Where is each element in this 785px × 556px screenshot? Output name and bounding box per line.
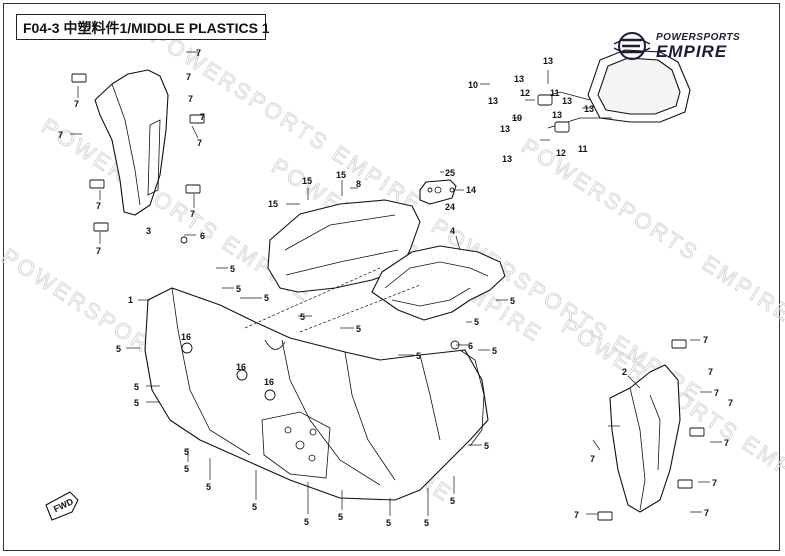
callout-5: 5 — [304, 517, 309, 527]
callout-3: 3 — [146, 226, 151, 236]
callout-7: 7 — [196, 48, 201, 58]
callout-12: 12 — [556, 148, 566, 158]
callout-5: 5 — [356, 324, 361, 334]
callout-11: 11 — [550, 88, 560, 98]
callout-5: 5 — [416, 351, 421, 361]
callout-13: 13 — [502, 154, 512, 164]
callout-7: 7 — [190, 209, 195, 219]
callout-16: 16 — [236, 362, 246, 372]
title-box: F04-3 中塑料件1/MIDDLE PLASTICS 1 — [16, 14, 270, 40]
part-14-bracket[interactable] — [419, 179, 457, 205]
callout-5: 5 — [116, 344, 121, 354]
callout-16: 16 — [181, 332, 191, 342]
callout-14: 14 — [466, 185, 476, 195]
callout-5: 5 — [386, 518, 391, 528]
callout-5: 5 — [450, 496, 455, 506]
callout-7: 7 — [708, 367, 713, 377]
callout-5: 5 — [474, 317, 479, 327]
callout-12: 12 — [520, 88, 530, 98]
page-frame — [3, 3, 780, 551]
callout-13: 13 — [488, 96, 498, 106]
callout-1: 1 — [128, 295, 133, 305]
callout-7: 7 — [58, 130, 63, 140]
callout-6: 6 — [200, 231, 205, 241]
part-2-right-panel[interactable] — [609, 364, 681, 513]
part-1-middle-body[interactable] — [144, 267, 489, 501]
part-4-storage-tray[interactable] — [371, 245, 506, 321]
callout-13: 13 — [552, 110, 562, 120]
callout-7: 7 — [96, 246, 101, 256]
callout-5: 5 — [492, 346, 497, 356]
callout-5: 5 — [424, 518, 429, 528]
callout-5: 5 — [510, 296, 515, 306]
brand-line-2: EMPIRE — [656, 42, 728, 61]
callout-7: 7 — [714, 388, 719, 398]
callout-10: 10 — [512, 113, 522, 123]
callout-5: 5 — [300, 312, 305, 322]
callout-7: 7 — [200, 112, 205, 122]
brand-line-1: POWERSPORTS — [656, 32, 741, 43]
callout-10: 10 — [468, 80, 478, 90]
callout-7: 7 — [590, 454, 595, 464]
callout-8: 8 — [356, 179, 361, 189]
callout-6: 6 — [468, 341, 473, 351]
page-title: F04-3 中塑料件1/MIDDLE PLASTICS 1 — [23, 20, 270, 36]
callout-4: 4 — [450, 226, 455, 236]
callout-7: 7 — [728, 398, 733, 408]
callout-7: 7 — [197, 138, 202, 148]
callout-7: 7 — [703, 335, 708, 345]
fwd-arrow: FWD — [45, 491, 79, 521]
part-8-seat[interactable] — [267, 199, 421, 293]
callout-5: 5 — [338, 512, 343, 522]
callout-5: 5 — [184, 464, 189, 474]
callout-13: 13 — [543, 56, 553, 66]
rear-rack-assembly[interactable] — [537, 49, 691, 133]
callout-7: 7 — [74, 99, 79, 109]
callout-11: 11 — [578, 144, 588, 154]
callout-15: 15 — [268, 199, 278, 209]
callout-24: 24 — [445, 202, 455, 212]
callout-5: 5 — [134, 398, 139, 408]
callout-5: 5 — [134, 382, 139, 392]
callout-25: 25 — [445, 168, 455, 178]
callout-16: 16 — [264, 377, 274, 387]
callout-labels: 7 7 7 7 7 7 7 7 7 7 3 6 5 5 1 5 5 5 5 5 … — [58, 48, 733, 528]
callout-5: 5 — [484, 441, 489, 451]
fasteners — [71, 73, 705, 521]
part-3-left-panel[interactable] — [94, 69, 169, 216]
callout-7: 7 — [712, 478, 717, 488]
callout-7: 7 — [96, 201, 101, 211]
callout-7: 7 — [704, 508, 709, 518]
callout-5: 5 — [184, 447, 189, 457]
callout-13: 13 — [500, 124, 510, 134]
callout-13: 13 — [584, 104, 594, 114]
leader-lines — [70, 51, 722, 516]
part-6-right-bracket[interactable] — [459, 349, 485, 447]
callout-7: 7 — [574, 510, 579, 520]
brand-logo: POWERSPORTS EMPIRE — [612, 30, 762, 64]
empire-emblem-icon — [613, 32, 651, 60]
callout-7: 7 — [186, 72, 191, 82]
callout-7: 7 — [188, 94, 193, 104]
callout-5: 5 — [236, 284, 241, 294]
callout-15: 15 — [336, 170, 346, 180]
callout-5: 5 — [230, 264, 235, 274]
callout-5: 5 — [264, 293, 269, 303]
callout-13: 13 — [562, 96, 572, 106]
callout-5: 5 — [252, 502, 257, 512]
callout-2: 2 — [622, 367, 627, 377]
callout-15: 15 — [302, 176, 312, 186]
callout-7: 7 — [724, 438, 729, 448]
callout-5: 5 — [206, 482, 211, 492]
callout-13: 13 — [514, 74, 524, 84]
